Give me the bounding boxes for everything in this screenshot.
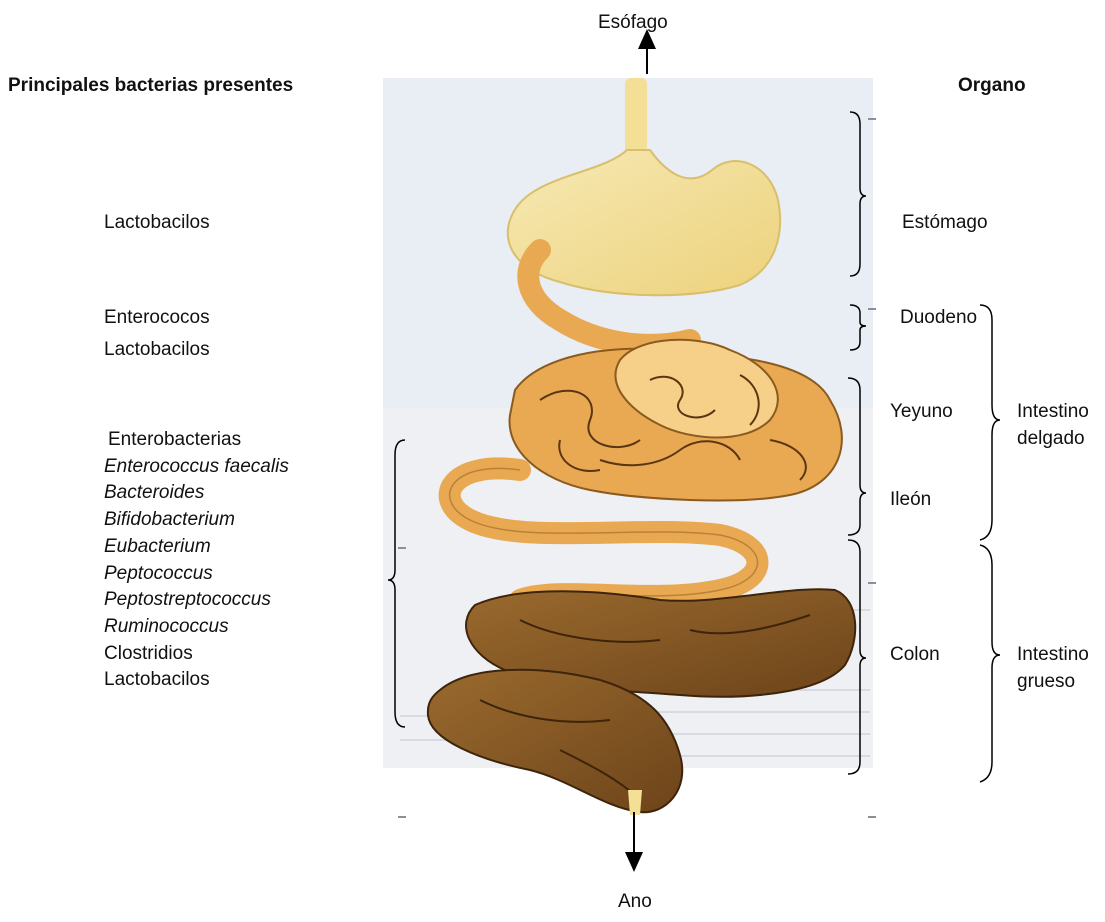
anus-label: Ano	[618, 890, 652, 913]
bacteria-lower-item: Enterobacterias	[108, 428, 241, 451]
organ-duodenum: Duodeno	[900, 306, 977, 329]
bacteria-lower-item: Ruminococcus	[104, 615, 229, 638]
organ-stomach: Estómago	[902, 211, 988, 234]
bacteria-duodenum-item: Lactobacilos	[104, 338, 210, 361]
bacteria-lower-item: Clostridios	[104, 642, 193, 665]
bacteria-lower-item: Bacteroides	[104, 481, 204, 504]
organ-colon: Colon	[890, 643, 940, 666]
esophagus-label: Esófago	[598, 11, 668, 34]
esophagus-arrow	[638, 29, 656, 74]
bacteria-lower-item: Enterococcus faecalis	[104, 455, 289, 478]
bacteria-lower-item: Bifidobacterium	[104, 508, 235, 531]
bacteria-duodenum-item: Enterococos	[104, 306, 210, 329]
bacteria-stomach-item: Lactobacilos	[104, 211, 210, 234]
bacteria-lower-item: Eubacterium	[104, 535, 211, 558]
organ-heading: Organo	[958, 74, 1026, 97]
rectum	[628, 790, 642, 815]
anus-arrow	[625, 812, 643, 872]
organ-ileum: Ileón	[890, 488, 931, 511]
bacteria-lower-item: Peptostreptococcus	[104, 588, 271, 611]
large-intestine-label-line2: grueso	[1017, 670, 1075, 693]
organ-jejunum: Yeyuno	[890, 400, 953, 423]
bacteria-lower-item: Peptococcus	[104, 562, 213, 585]
large-intestine-label-line1: Intestino	[1017, 643, 1089, 666]
esophagus	[625, 78, 647, 158]
small-intestine-label-line1: Intestino	[1017, 400, 1089, 423]
large-intestine-brace	[980, 545, 1000, 782]
small-intestine-brace	[980, 305, 1000, 540]
bacteria-heading: Principales bacterias presentes	[8, 74, 293, 97]
small-intestine-label-line2: delgado	[1017, 427, 1085, 450]
bacteria-lower-item: Lactobacilos	[104, 668, 210, 691]
